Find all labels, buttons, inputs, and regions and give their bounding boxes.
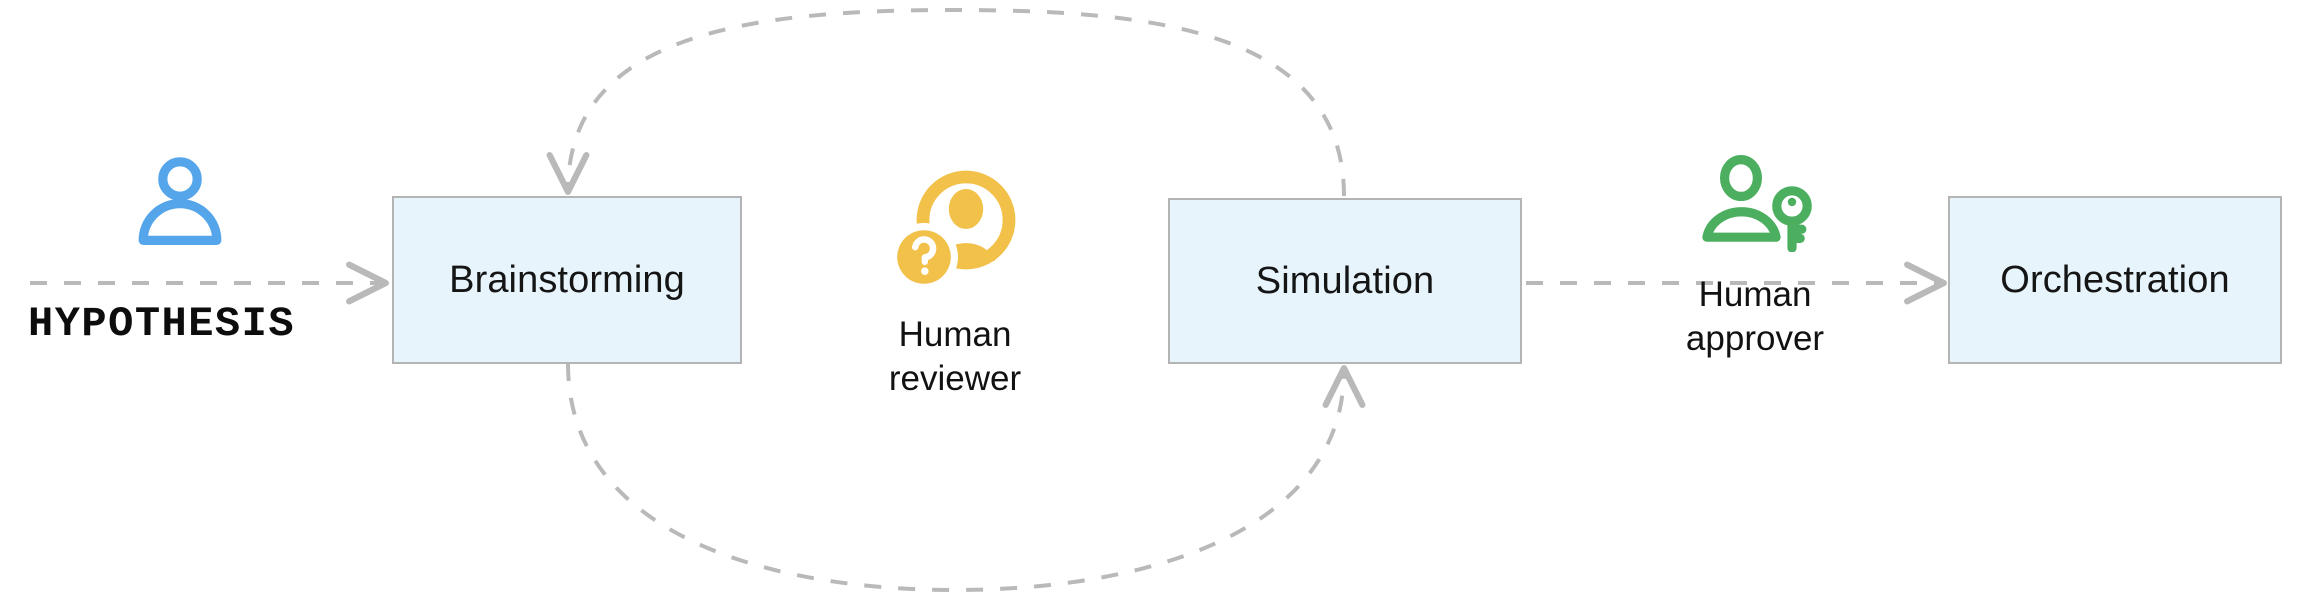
actor-reviewer-caption: Human reviewer (888, 315, 1022, 398)
node-brainstorming-label: Brainstorming (449, 259, 685, 301)
node-orchestration[interactable]: Orchestration (1948, 196, 2282, 364)
person-key-icon (1697, 152, 1813, 257)
actor-reviewer: Human reviewer (855, 170, 1055, 401)
actor-approver: Human approver (1655, 152, 1855, 361)
actor-approver-caption: Human approver (1685, 275, 1825, 358)
hypothesis-source-label: HYPOTHESIS (28, 300, 296, 348)
person-question-icon (890, 170, 1018, 297)
edge-simulation-to-brainstorming (546, 7, 1346, 197)
node-brainstorming[interactable]: Brainstorming (392, 196, 742, 364)
node-orchestration-label: Orchestration (2000, 259, 2230, 301)
node-simulation-label: Simulation (1255, 260, 1435, 302)
person-icon (132, 152, 228, 257)
actor-initiator (105, 152, 255, 257)
node-simulation[interactable]: Simulation (1168, 198, 1522, 364)
